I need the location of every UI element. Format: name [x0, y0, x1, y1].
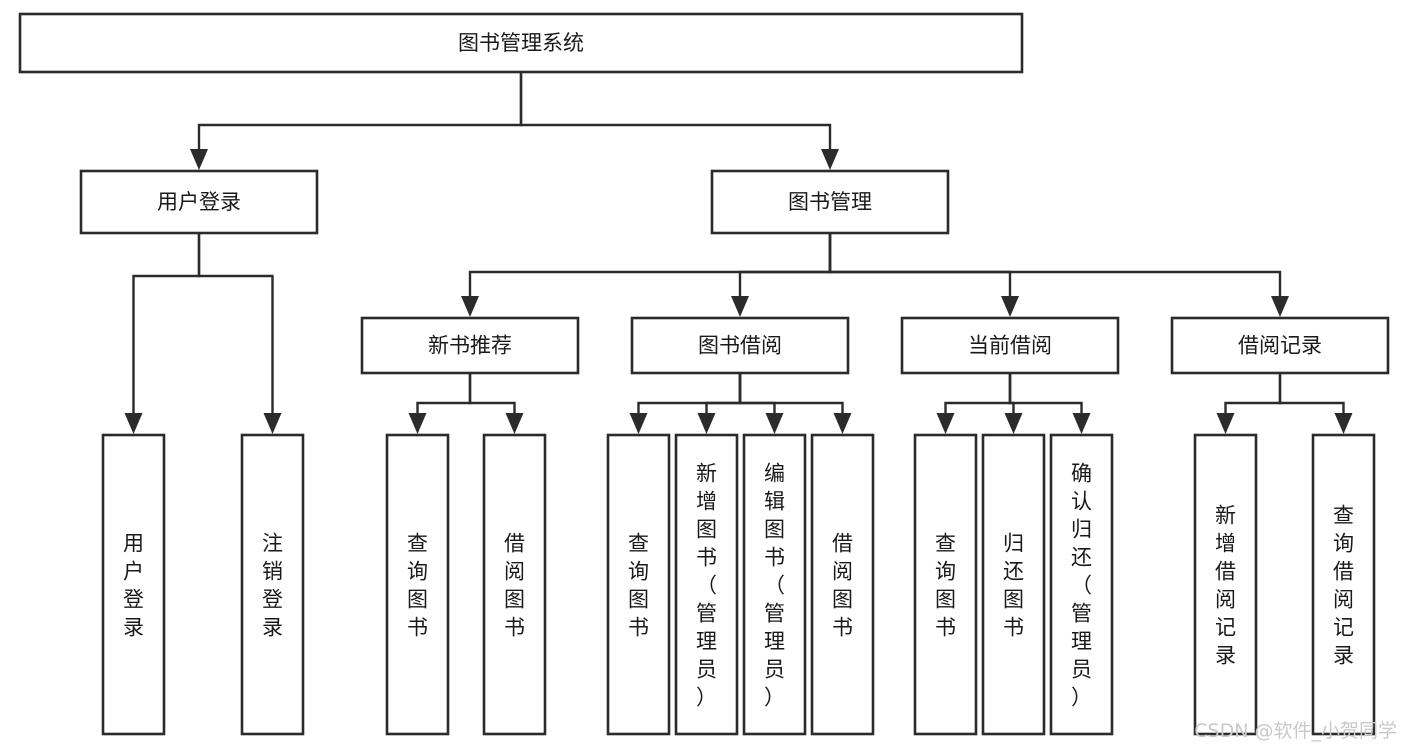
arrowhead-icon	[731, 296, 749, 317]
node-label-new-book-rec: 新书推荐	[428, 334, 512, 358]
node-leaf-confirm-return[interactable]: 确认归还（管理员）	[1049, 433, 1114, 736]
node-box-leaf-user-login[interactable]	[101, 433, 166, 736]
node-box-current-borrow[interactable]	[900, 316, 1120, 375]
node-label-current-borrow: 当前借阅	[968, 334, 1052, 358]
edge-book-borrow-to-leaf-borrow-book-2	[738, 373, 852, 434]
arrowhead-icon	[697, 413, 716, 434]
node-leaf-add-book[interactable]: 新增图书（管理员）	[674, 433, 739, 736]
arrowhead-icon	[1216, 413, 1235, 434]
node-leaf-logout[interactable]: 注销登录	[240, 433, 305, 736]
arrowhead-icon	[833, 413, 852, 434]
node-label-leaf-add-record: 新增借阅记录	[1215, 503, 1236, 667]
edge-current-borrow-to-leaf-query-book-3	[936, 373, 1012, 434]
node-label-leaf-query-book-2: 查询图书	[628, 531, 649, 639]
edge-root-to-book-manage	[519, 72, 839, 170]
arrowhead-icon	[1072, 413, 1091, 434]
arrowhead-icon	[505, 413, 524, 434]
node-box-leaf-confirm-return[interactable]	[1049, 433, 1114, 736]
node-leaf-query-record[interactable]: 查询借阅记录	[1311, 433, 1376, 736]
arrowhead-icon	[629, 413, 648, 434]
arrowhead-icon	[1001, 296, 1019, 317]
arrowhead-icon	[461, 296, 479, 317]
arrowhead-icon	[263, 413, 282, 434]
node-label-root: 图书管理系统	[458, 31, 584, 55]
node-box-leaf-return-book[interactable]	[981, 433, 1046, 736]
node-label-book-manage: 图书管理	[788, 190, 872, 214]
node-leaf-add-record[interactable]: 新增借阅记录	[1193, 433, 1258, 736]
node-box-root[interactable]	[18, 12, 1024, 74]
edge-user-login-to-leaf-logout	[197, 233, 282, 434]
node-leaf-borrow-book-1[interactable]: 借阅图书	[482, 433, 547, 736]
edge-root-to-user-login	[190, 72, 523, 170]
node-label-user-login: 用户登录	[157, 190, 241, 214]
edge-book-manage-to-new-book-rec	[461, 233, 832, 317]
node-borrow-record[interactable]: 借阅记录	[1170, 316, 1390, 375]
arrowhead-icon	[408, 413, 427, 434]
node-box-leaf-logout[interactable]	[240, 433, 305, 736]
node-label-leaf-return-book: 归还图书	[1003, 531, 1024, 639]
node-box-book-borrow[interactable]	[630, 316, 850, 375]
node-box-leaf-query-record[interactable]	[1311, 433, 1376, 736]
node-root[interactable]: 图书管理系统	[18, 12, 1024, 74]
edge-new-book-rec-to-leaf-borrow-book-1	[468, 373, 524, 434]
arrowhead-icon	[821, 149, 839, 170]
node-box-leaf-add-record[interactable]	[1193, 433, 1258, 736]
edge-borrow-record-to-leaf-query-record	[1278, 373, 1353, 434]
node-box-book-manage[interactable]	[710, 169, 950, 235]
node-label-book-borrow: 图书借阅	[698, 334, 782, 358]
edge-book-manage-to-borrow-record	[828, 233, 1289, 317]
edge-user-login-to-leaf-user-login	[124, 233, 201, 434]
arrowhead-icon	[124, 413, 143, 434]
node-label-leaf-query-book-1: 查询图书	[407, 531, 428, 639]
node-box-borrow-record[interactable]	[1170, 316, 1390, 375]
node-box-user-login[interactable]	[79, 169, 319, 235]
arrowhead-icon	[936, 413, 955, 434]
node-box-leaf-edit-book[interactable]	[742, 433, 807, 736]
node-label-leaf-logout: 注销登录	[262, 531, 283, 639]
node-box-leaf-add-book[interactable]	[674, 433, 739, 736]
node-book-borrow[interactable]: 图书借阅	[630, 316, 850, 375]
arrowhead-icon	[1271, 296, 1289, 317]
node-box-leaf-borrow-book-1[interactable]	[482, 433, 547, 736]
node-leaf-return-book[interactable]: 归还图书	[981, 433, 1046, 736]
node-leaf-edit-book[interactable]: 编辑图书（管理员）	[742, 433, 807, 736]
node-label-leaf-confirm-return: 确认归还（管理员）	[1071, 461, 1092, 709]
arrowhead-icon	[190, 149, 208, 170]
csdn-watermark: CSDN @软件_小贺同学	[1194, 720, 1397, 742]
node-box-leaf-query-book-1[interactable]	[385, 433, 450, 736]
edge-current-borrow-to-leaf-confirm-return	[1008, 373, 1091, 434]
node-label-leaf-query-record: 查询借阅记录	[1333, 503, 1354, 667]
edge-borrow-record-to-leaf-add-record	[1216, 373, 1282, 434]
node-label-leaf-borrow-book-1: 借阅图书	[504, 531, 525, 639]
node-leaf-borrow-book-2[interactable]: 借阅图书	[810, 433, 875, 736]
node-leaf-user-login[interactable]: 用户登录	[101, 433, 166, 736]
arrowhead-icon	[1004, 413, 1023, 434]
node-label-leaf-user-login: 用户登录	[123, 531, 144, 639]
node-current-borrow[interactable]: 当前借阅	[900, 316, 1120, 375]
node-label-borrow-record: 借阅记录	[1238, 334, 1322, 358]
node-box-leaf-query-book-2[interactable]	[606, 433, 671, 736]
node-box-leaf-borrow-book-2[interactable]	[810, 433, 875, 736]
node-label-leaf-edit-book: 编辑图书（管理员）	[764, 461, 785, 709]
node-leaf-query-book-2[interactable]: 查询图书	[606, 433, 671, 736]
edges-layer	[124, 72, 1353, 434]
arrowhead-icon	[1334, 413, 1353, 434]
node-user-login[interactable]: 用户登录	[79, 169, 319, 235]
node-leaf-query-book-3[interactable]: 查询图书	[913, 433, 978, 736]
node-box-leaf-query-book-3[interactable]	[913, 433, 978, 736]
node-label-leaf-add-book: 新增图书（管理员）	[696, 461, 717, 709]
node-leaf-query-book-1[interactable]: 查询图书	[385, 433, 450, 736]
node-label-leaf-query-book-3: 查询图书	[935, 531, 956, 639]
edge-book-manage-to-book-borrow	[731, 233, 832, 317]
nodes-layer: 图书管理系统用户登录图书管理新书推荐图书借阅当前借阅借阅记录用户登录注销登录查询…	[18, 12, 1390, 736]
edge-book-manage-to-current-borrow	[828, 233, 1019, 317]
node-book-manage[interactable]: 图书管理	[710, 169, 950, 235]
edge-new-book-rec-to-leaf-query-book-1	[408, 373, 472, 434]
node-box-new-book-rec[interactable]	[360, 316, 580, 375]
arrowhead-icon	[765, 413, 784, 434]
node-label-leaf-borrow-book-2: 借阅图书	[832, 531, 853, 639]
node-new-book-rec[interactable]: 新书推荐	[360, 316, 580, 375]
